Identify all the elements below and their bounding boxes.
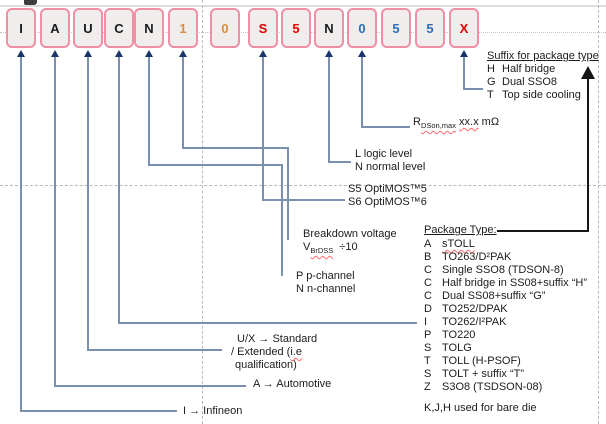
- automotive-label: A → Automotive: [253, 378, 332, 390]
- top-crop-line: [0, 5, 606, 7]
- connector-infineon: [20, 410, 177, 412]
- connector-package: [118, 57, 120, 323]
- code-char: 5: [292, 20, 300, 36]
- up-arrow-icon: [115, 50, 123, 57]
- connector-level: [328, 57, 330, 162]
- code-char: 5: [426, 20, 434, 36]
- up-arrow-icon: [179, 50, 187, 57]
- code-char: A: [50, 20, 60, 36]
- code-char: 0: [358, 20, 366, 36]
- package-type-title: Package Type:: [424, 224, 497, 236]
- code-char: 1: [179, 20, 187, 36]
- code-box-2: A: [40, 8, 70, 48]
- bare-die-note: K,J,H used for bare die: [424, 402, 537, 414]
- code-box-9: 5: [281, 8, 311, 48]
- connector-breakdown: [182, 147, 289, 149]
- code-box-8: S: [248, 8, 278, 48]
- qualification-label: U/X → Standard / Extended (i.e qualifica…: [231, 333, 318, 371]
- connector-breakdown: [287, 147, 289, 240]
- code-box-13: 5: [415, 8, 445, 48]
- cropped-text-fragment: [24, 0, 37, 5]
- connector-qualification: [87, 57, 89, 350]
- suffix-title: Suffix for package type: [487, 50, 599, 62]
- infineon-label: I → Infineon: [183, 405, 243, 417]
- up-arrow-icon: [325, 50, 333, 57]
- connector-optimos: [262, 199, 345, 201]
- code-char: 0: [221, 20, 229, 36]
- connector-optimos: [262, 57, 264, 200]
- optimos-label: S5 OptiMOS™5 S6 OptiMOS™6: [348, 183, 427, 208]
- connector-channel: [148, 164, 283, 166]
- code-box-10: N: [314, 8, 344, 48]
- connector-rdson: [361, 126, 410, 128]
- breakdown-voltage-label: Breakdown voltage VBrDSS ÷10: [303, 228, 397, 256]
- code-char: X: [459, 20, 469, 36]
- connector-infineon: [20, 57, 22, 411]
- code-box-12: 5: [381, 8, 411, 48]
- package-suffix-link-line: [497, 230, 589, 232]
- code-box-7: 0: [210, 8, 240, 48]
- code-char: U: [83, 20, 93, 36]
- connector-suffix: [463, 88, 483, 90]
- code-char: 5: [392, 20, 400, 36]
- connector-suffix: [463, 57, 465, 89]
- black-up-arrow-icon: [581, 66, 595, 79]
- code-box-11: 0: [347, 8, 377, 48]
- code-box-3: U: [73, 8, 103, 48]
- package-suffix-link-line: [587, 79, 589, 232]
- connector-channel: [281, 164, 283, 276]
- up-arrow-icon: [460, 50, 468, 57]
- channel-label: P p-channel N n-channel: [296, 270, 356, 295]
- level-label: L logic level N normal level: [355, 148, 426, 173]
- connector-channel: [148, 57, 150, 165]
- connector-level: [328, 161, 351, 163]
- vertical-guide-line: [202, 0, 203, 424]
- code-char: I: [19, 20, 23, 36]
- code-char: S: [258, 20, 268, 36]
- up-arrow-icon: [84, 50, 92, 57]
- code-char: N: [144, 20, 154, 36]
- up-arrow-icon: [17, 50, 25, 57]
- code-box-14: X: [449, 8, 479, 48]
- connector-automotive: [54, 385, 246, 387]
- code-box-5: N: [134, 8, 164, 48]
- code-box-6: 1: [168, 8, 198, 48]
- code-box-4: C: [104, 8, 134, 48]
- connector-qualification: [87, 349, 222, 351]
- vertical-guide-line: [598, 0, 599, 424]
- connector-package: [118, 322, 417, 324]
- code-char: C: [114, 20, 124, 36]
- rdson-label: RDSon,max xx.x mΩ: [413, 116, 500, 131]
- code-box-1: I: [6, 8, 36, 48]
- connector-automotive: [54, 57, 56, 386]
- connector-rdson: [361, 57, 363, 127]
- code-char: N: [324, 20, 334, 36]
- up-arrow-icon: [51, 50, 59, 57]
- connector-breakdown: [182, 57, 184, 148]
- up-arrow-icon: [145, 50, 153, 57]
- horizontal-guide-line: [0, 185, 606, 186]
- up-arrow-icon: [259, 50, 267, 57]
- up-arrow-icon: [358, 50, 366, 57]
